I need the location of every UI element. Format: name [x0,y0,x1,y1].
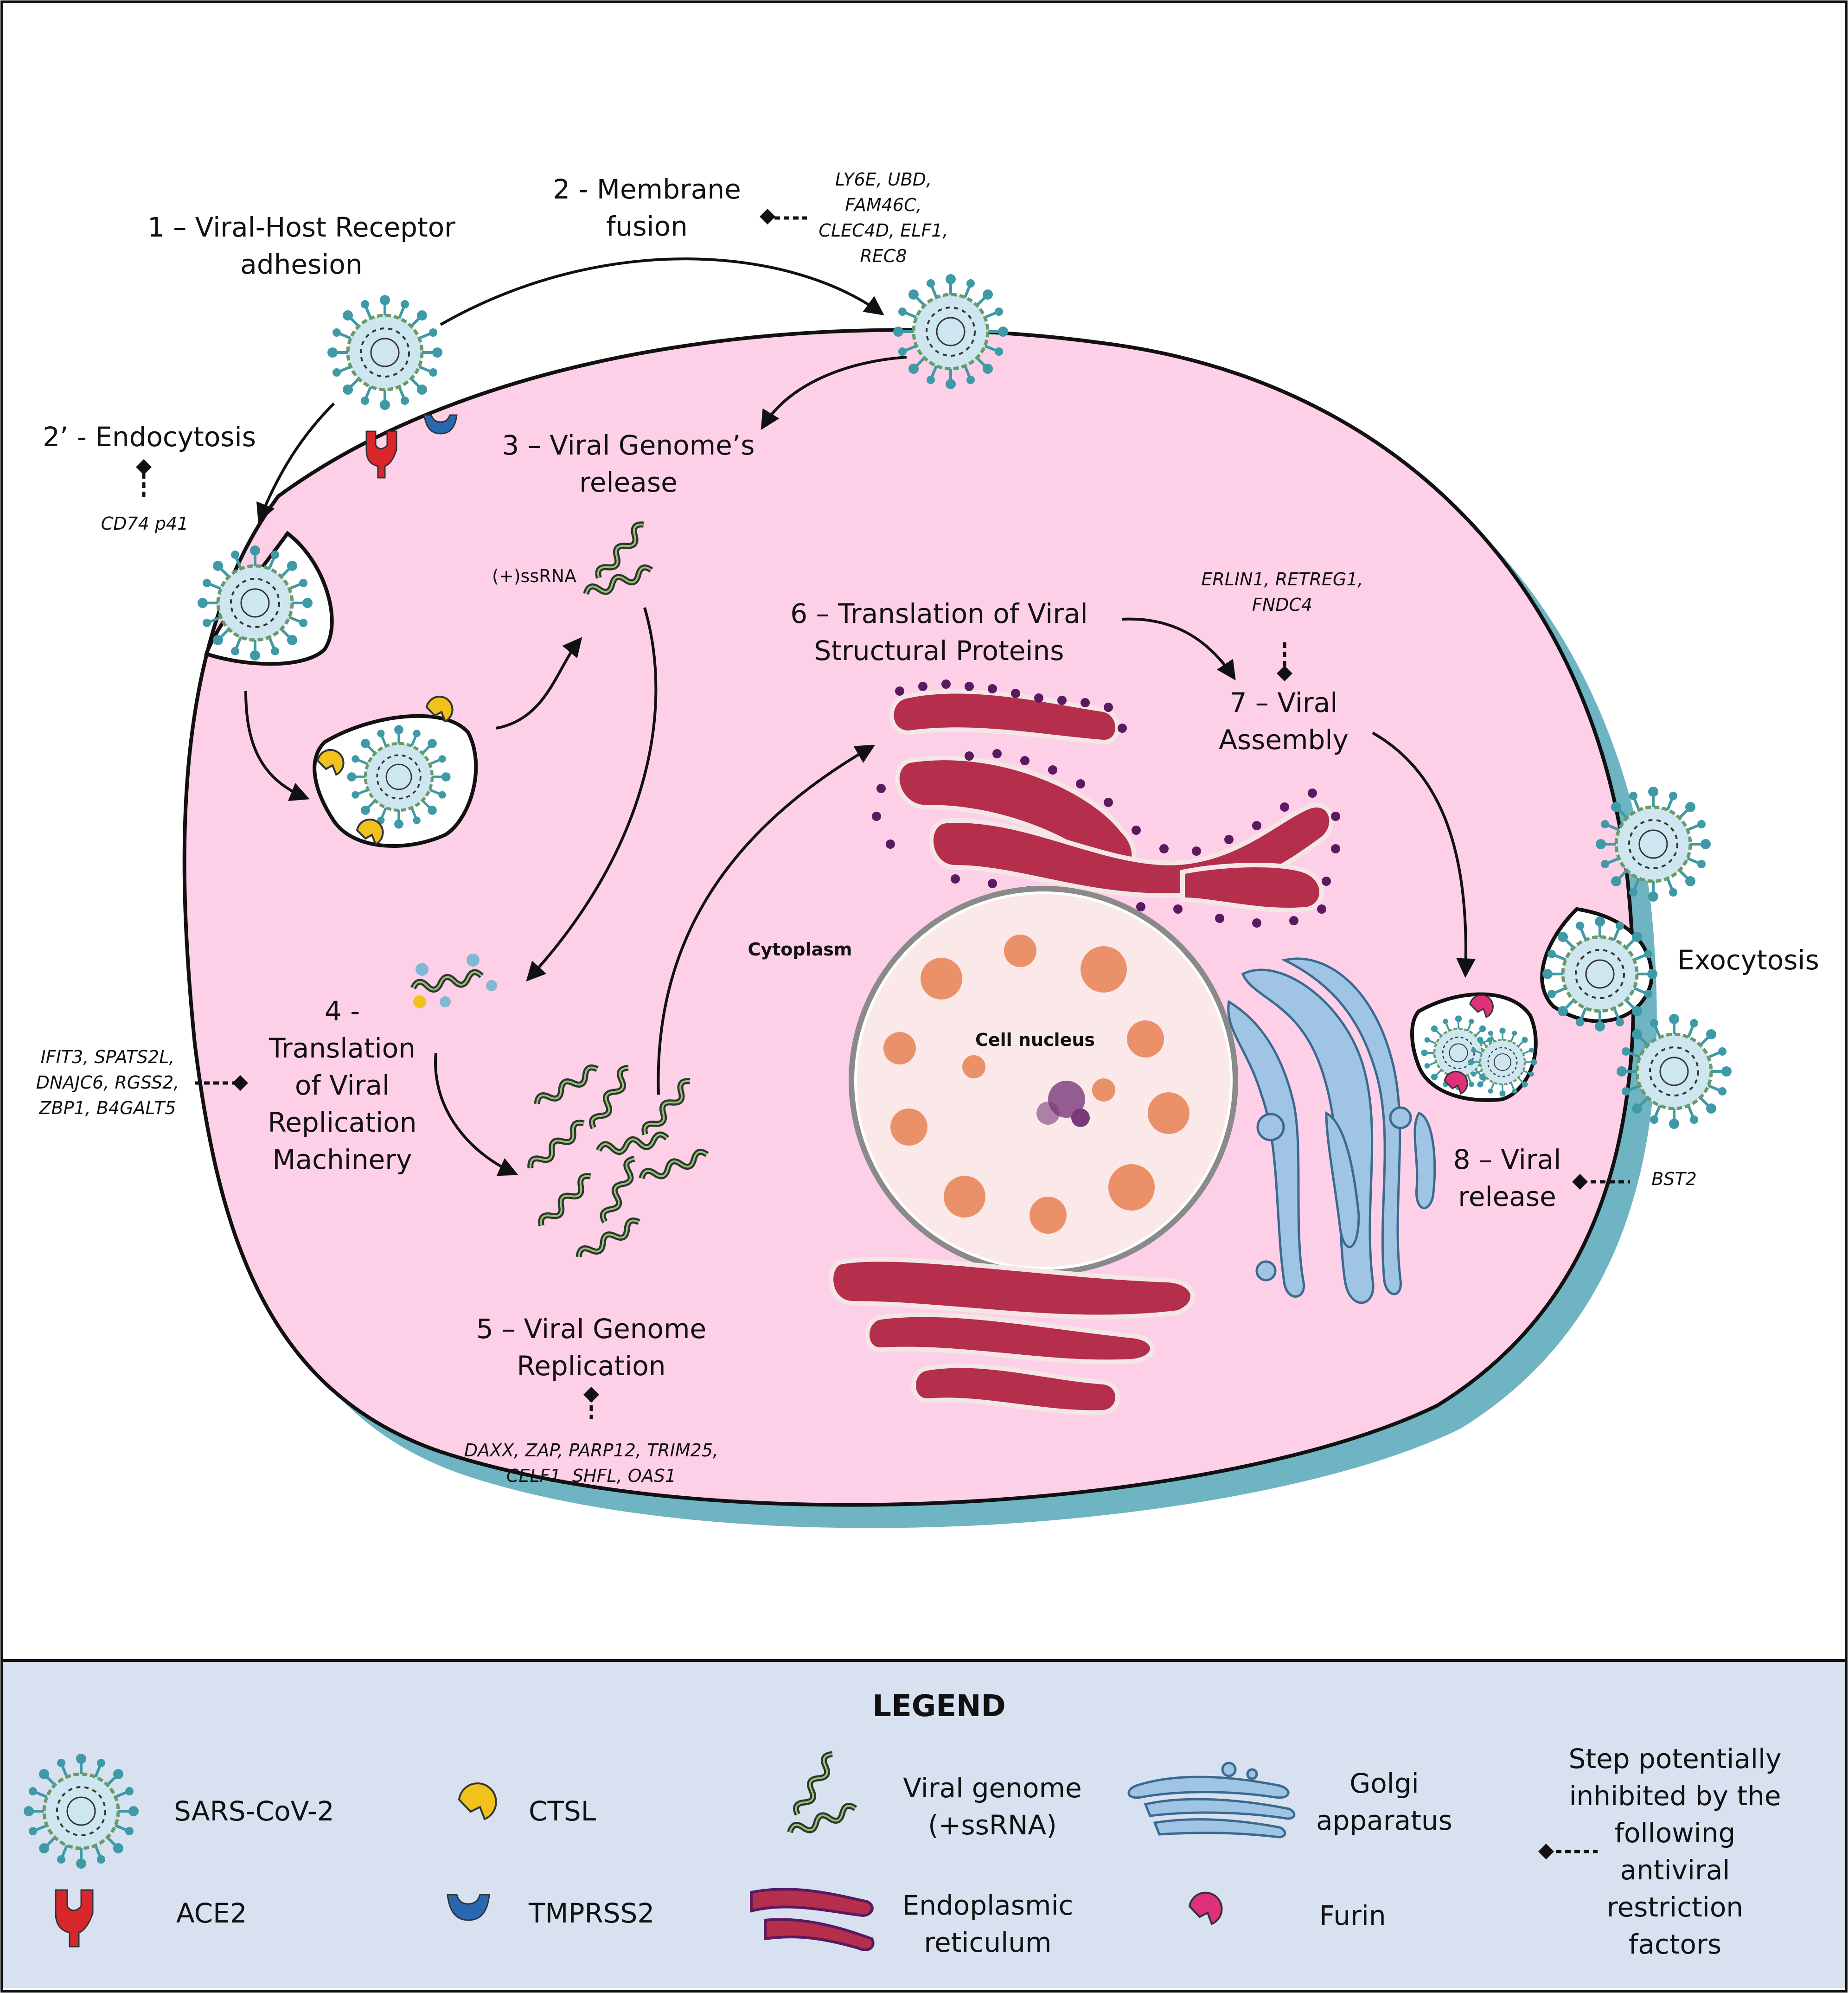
virus-released-icon [1617,1014,1732,1129]
arrow-genome-to-translation [526,607,658,982]
legend-er-icon [750,1888,875,1951]
virus-in-endosome-icon [347,725,450,828]
rf-membrane-fusion: LY6E, UBD,FAM46C,CLEC4D, ELF1,REC8 [818,169,948,266]
legend-sars-label: SARS-CoV-2 [174,1795,334,1827]
arrow-endosome-to-genome [496,637,582,730]
ctsl-icon [425,695,454,723]
nucleus-label: Cell nucleus [975,1030,1095,1050]
arrow-assembly-to-release [1372,731,1476,978]
ctsl-icon [356,818,384,846]
rf-replication: DAXX, ZAP, PARP12, TRIM25,CELF1, SHFL, O… [464,1440,718,1486]
golgi-apparatus [1227,957,1436,1304]
virus-assembling-icon [1468,1028,1537,1097]
legend-ace2-icon [55,1889,94,1948]
legend-golgi-icon [1127,1762,1296,1839]
legend-furin-icon [1188,1891,1223,1925]
arrow-replication-to-structural [657,744,876,1095]
ace2-icon [365,430,397,479]
step2p-label: 2’ - Endocytosis [43,421,256,453]
cell-membrane [182,328,1636,1507]
legend-inhibition-icon [1538,1844,1554,1859]
rf-release: BST2 [1651,1169,1697,1189]
rf-endocytosis: CD74 p41 [101,513,189,534]
cytoplasm-label: Cytoplasm [748,939,852,960]
arrow-fusion-to-release [761,356,907,430]
translation-machinery [412,954,497,1008]
rf-assembly: ERLIN1, RETREG1,FNDC4 [1201,569,1363,615]
furin-icon [1469,994,1494,1019]
ssrna-label: (+)ssRNA [492,566,576,586]
legend-ctsl-label: CTSL [529,1795,596,1827]
inhibition-markers [142,216,1630,1419]
rough-er [872,679,1340,928]
chromatin [883,935,1189,1234]
arrow-translation-to-replication [434,1052,518,1176]
arrow-structural-to-assembly [1122,617,1236,680]
tmprss2-icon [423,414,458,435]
legend-genome-label: Viral genome(+ssRNA) [903,1772,1081,1841]
legend-title: LEGEND [872,1689,1005,1724]
virus-released-icon [1596,787,1711,902]
legend-virus-icon [24,1754,139,1869]
legend-panel [3,1660,1845,1988]
smooth-er [829,1257,1195,1415]
legend-ace2-label: ACE2 [176,1897,247,1929]
flow-arrows [244,257,1476,1176]
legend-ctsl-icon [458,1782,497,1820]
ctsl-icon [316,749,345,776]
arrow-adhesion-to-fusion [440,257,884,326]
virus-fusion-icon [893,274,1008,389]
rf-translation: IFIT3, SPATS2L,DNAJC6, RGSS2,ZBP1, B4GAL… [36,1047,179,1118]
legend-tmprss2-label: TMPRSS2 [528,1897,654,1929]
legend-tmprss2-icon [447,1894,490,1921]
furin-icon [1444,1070,1468,1095]
exocytosis-label: Exocytosis [1677,944,1819,976]
virus-adhesion-icon [327,295,442,410]
virus-endocytosing-icon [198,545,313,660]
arrow-adhesion-to-endocytosis [256,402,335,523]
nucleolus [1036,1081,1090,1127]
legend-furin-label: Furin [1319,1900,1386,1931]
virus-exocytosis-icon [1542,916,1657,1032]
arrow-endocytosis-to-endosome [244,691,310,801]
